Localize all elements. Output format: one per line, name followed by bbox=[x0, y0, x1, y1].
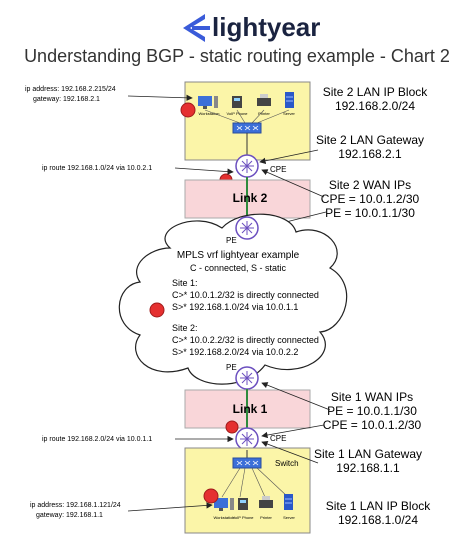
voip-phone-icon bbox=[238, 498, 248, 510]
site2-wan-cpe: CPE = 10.0.1.2/30 bbox=[321, 192, 420, 206]
site1-cpe-router-icon bbox=[235, 427, 259, 451]
cloud-site1-label: Site 1: bbox=[172, 278, 198, 288]
site1-lan-block-value: 192.168.1.0/24 bbox=[338, 513, 418, 527]
printer-label: Printer bbox=[260, 515, 272, 520]
site2-static-route: ip route 192.168.1.0/24 via 10.0.2.1 bbox=[42, 165, 152, 172]
server-icon bbox=[285, 92, 294, 108]
link2-label: Link 2 bbox=[233, 191, 268, 205]
site2-host-gateway: gateway: 192.168.2.1 bbox=[33, 96, 100, 103]
site2-host-marker-icon bbox=[180, 102, 196, 118]
link1-label: Link 1 bbox=[233, 402, 268, 416]
brand-name: lightyear bbox=[212, 12, 320, 42]
workstation-label: Workstation bbox=[213, 515, 234, 520]
printer-icon bbox=[257, 94, 271, 106]
site1-lan-gateway-title: Site 1 LAN Gateway bbox=[314, 447, 422, 461]
site1-pe-router-icon bbox=[235, 366, 259, 390]
site1-pe-label: PE bbox=[226, 363, 237, 372]
server-label: Server bbox=[283, 111, 295, 116]
workstation-icon bbox=[198, 96, 218, 109]
server-label: Server bbox=[283, 515, 295, 520]
site2-lan-gateway-value: 192.168.2.1 bbox=[338, 147, 402, 161]
site2-host-ip: ip address: 192.168.2.215/24 bbox=[25, 86, 116, 93]
server-icon bbox=[284, 494, 293, 510]
cloud-site2-static: S>* 192.168.2.0/24 via 10.0.2.2 bbox=[172, 347, 298, 357]
cloud-site2-label: Site 2: bbox=[172, 323, 198, 333]
site2-pe-router-icon bbox=[235, 216, 259, 240]
site2-lan-block-value: 192.168.2.0/24 bbox=[335, 99, 415, 113]
site1-lan-block-title: Site 1 LAN IP Block bbox=[326, 499, 431, 513]
site1-host-ip: ip address: 192.168.1.121/24 bbox=[30, 502, 121, 509]
site1-wan-pe: PE = 10.0.1.1/30 bbox=[327, 404, 417, 418]
site1-host-gateway: gateway: 192.168.1.1 bbox=[36, 512, 103, 519]
voip-label: VoIP Phone bbox=[226, 111, 248, 116]
cloud-subtitle: C - connected, S - static bbox=[190, 263, 287, 273]
cloud-site1-connected: C>* 10.0.1.2/32 is directly connected bbox=[172, 290, 319, 300]
mpls-cloud bbox=[118, 213, 348, 385]
cloud-title: MPLS vrf lightyear example bbox=[177, 250, 300, 261]
workstation-icon bbox=[214, 498, 234, 511]
site1-static-route: ip route 192.168.2.0/24 via 10.0.1.1 bbox=[42, 436, 152, 443]
lightyear-logo-icon bbox=[183, 14, 210, 42]
printer-icon bbox=[259, 496, 273, 508]
site2-wan-pe: PE = 10.0.1.1/30 bbox=[325, 206, 415, 220]
page-title: Understanding BGP - static routing examp… bbox=[24, 46, 450, 66]
site1-lan-gateway-value: 192.168.1.1 bbox=[336, 461, 400, 475]
site2-devices: Workstation VoIP Phone Printer Server bbox=[198, 92, 296, 134]
site1-wan-title: Site 1 WAN IPs bbox=[331, 390, 413, 404]
site1-wan-cpe: CPE = 10.0.1.2/30 bbox=[323, 418, 422, 432]
cloud-site2-connected: C>* 10.0.2.2/32 is directly connected bbox=[172, 335, 319, 345]
site1-cpe-label: CPE bbox=[270, 434, 286, 443]
site2-cpe-router-icon bbox=[235, 154, 259, 178]
cloud-marker-icon bbox=[149, 302, 165, 318]
site2-lan-gateway-title: Site 2 LAN Gateway bbox=[316, 133, 424, 147]
workstation-label: Workstation bbox=[198, 111, 219, 116]
site2-lan-block-title: Site 2 LAN IP Block bbox=[323, 85, 428, 99]
voip-phone-icon bbox=[232, 96, 242, 108]
site2-cpe-label: CPE bbox=[270, 165, 286, 174]
site1-host-marker-icon bbox=[203, 488, 219, 504]
voip-label: VoIP Phone bbox=[232, 515, 254, 520]
site2-pe-label: PE bbox=[226, 236, 237, 245]
site1-devices: Workstation VoIP Phone Printer Server bbox=[213, 494, 296, 520]
cloud-site1-static: S>* 192.168.1.0/24 via 10.0.1.1 bbox=[172, 302, 298, 312]
site2-wan-title: Site 2 WAN IPs bbox=[329, 178, 411, 192]
site1-route-marker-icon bbox=[225, 420, 239, 434]
site1-switch-label: Switch bbox=[275, 459, 299, 468]
printer-label: Printer bbox=[258, 111, 270, 116]
